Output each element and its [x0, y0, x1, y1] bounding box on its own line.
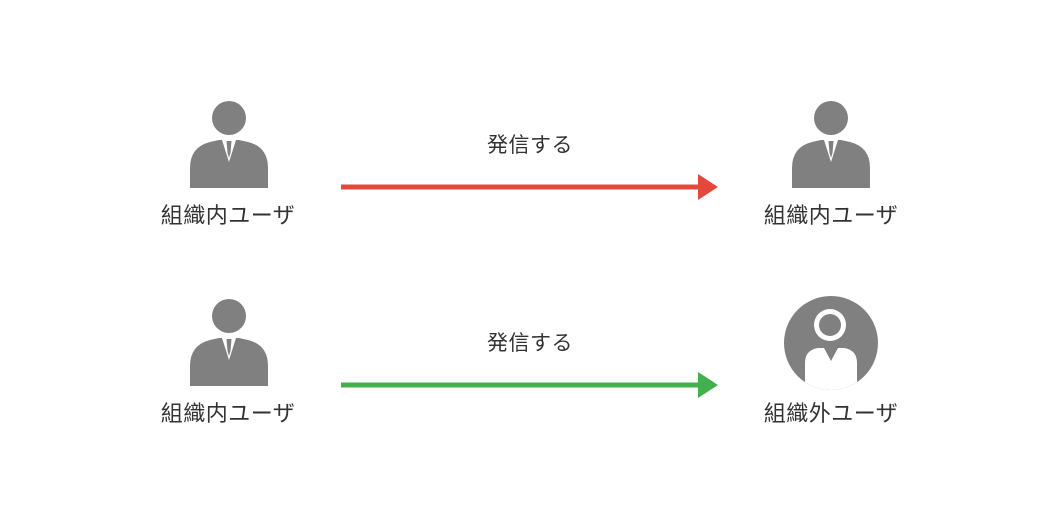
person-icon [792, 101, 870, 188]
receiver-label: 組織外ユーザ [763, 401, 899, 426]
person-body [792, 140, 870, 188]
receiver-label: 組織内ユーザ [763, 203, 899, 228]
arrow-head [698, 372, 718, 398]
external-user-icon [784, 296, 878, 390]
person-icon [190, 299, 268, 386]
person-head [814, 101, 848, 135]
person-tie [226, 141, 232, 158]
person-icon [190, 101, 268, 188]
external-user-head-inner [819, 314, 841, 336]
person-head [212, 101, 246, 135]
send-arrow [341, 174, 718, 200]
send-arrow [341, 372, 718, 398]
flow-row-internal-to-external: 組織内ユーザ 発信する 組織外ユーザ [0, 198, 1060, 428]
action-label: 発信する [487, 332, 573, 355]
person-body [190, 140, 268, 188]
person-head [212, 299, 246, 333]
action-label: 発信する [487, 134, 573, 157]
external-user-body [805, 348, 857, 390]
person-tie [828, 141, 834, 158]
sender-label: 組織内ユーザ [160, 401, 296, 426]
sender-label: 組織内ユーザ [160, 203, 296, 228]
arrow-head [698, 174, 718, 200]
flow-row-internal-to-internal: 組織内ユーザ 発信する 組織内ユーザ [0, 0, 1060, 230]
person-body [190, 338, 268, 386]
person-tie [226, 339, 232, 356]
